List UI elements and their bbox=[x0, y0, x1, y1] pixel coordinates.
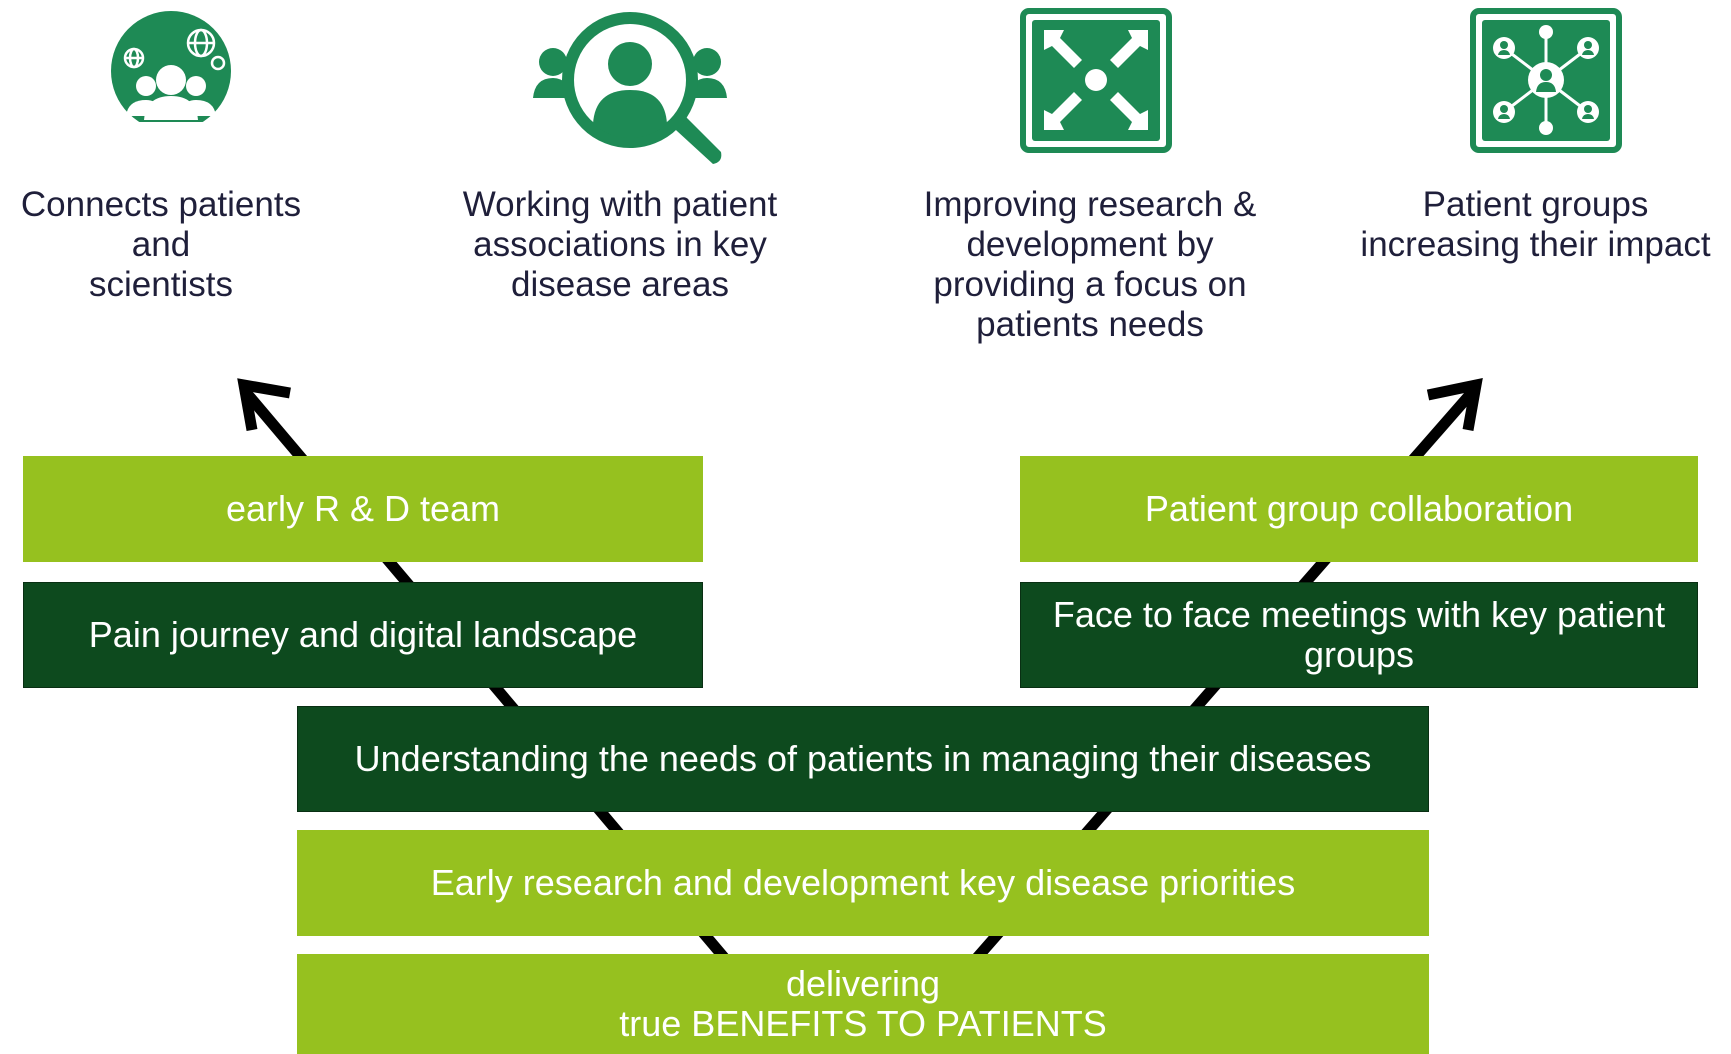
box-face-to-face-meetings: Face to face meetings with key patient g… bbox=[1020, 582, 1698, 688]
network-people-icon bbox=[1470, 8, 1622, 153]
left-arrowhead bbox=[237, 378, 291, 431]
box-early-research-priorities: Early research and development key disea… bbox=[297, 830, 1429, 936]
caption-improving-research: Improving research & development by prov… bbox=[923, 185, 1257, 344]
right-arrowhead bbox=[1426, 377, 1483, 431]
magnifier-person-icon bbox=[525, 2, 735, 170]
box-pain-journey: Pain journey and digital landscape bbox=[23, 582, 703, 688]
caption-working-with-associations: Working with patient associations in key… bbox=[462, 185, 778, 304]
box-understanding-needs: Understanding the needs of patients in m… bbox=[297, 706, 1429, 812]
global-people-icon bbox=[96, 8, 246, 131]
box-early-rd-team: early R & D team bbox=[23, 456, 703, 562]
caption-patient-groups-impact: Patient groups increasing their impact bbox=[1360, 185, 1711, 264]
box-patient-group-collaboration: Patient group collaboration bbox=[1020, 456, 1698, 562]
box-delivering-benefits: delivering true BENEFITS TO PATIENTS bbox=[297, 954, 1429, 1054]
converging-arrows-icon bbox=[1020, 8, 1172, 153]
caption-connects-patients: Connects patients and scientists bbox=[20, 185, 302, 304]
